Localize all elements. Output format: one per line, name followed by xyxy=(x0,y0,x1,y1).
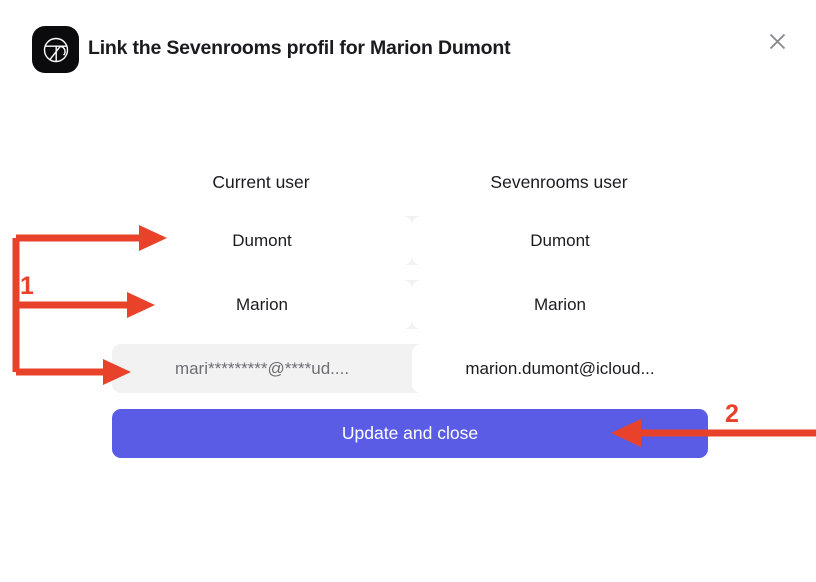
current-user-email-field: mari*********@****ud.... xyxy=(112,344,412,393)
column-headers: Current user Sevenrooms user xyxy=(112,172,708,200)
dialog-title: Link the Sevenrooms profil for Marion Du… xyxy=(88,37,511,59)
update-and-close-button[interactable]: Update and close xyxy=(112,409,708,458)
sevenrooms-user-email-field[interactable]: marion.dumont@icloud... xyxy=(412,344,708,393)
sevenrooms-aperture-logo-icon xyxy=(32,26,79,73)
column-header-current-user: Current user xyxy=(212,172,310,192)
annotation-label-1: 1 xyxy=(20,272,34,300)
field-rows: Dumont Dumont Marion Marion mari********… xyxy=(112,216,708,408)
dialog-header: Link the Sevenrooms profil for Marion Du… xyxy=(0,0,816,88)
annotation-label-2: 2 xyxy=(725,400,739,428)
field-row-first-name: Marion Marion xyxy=(112,280,708,329)
sevenrooms-user-last-name-field[interactable]: Dumont xyxy=(412,216,708,265)
current-user-last-name-field[interactable]: Dumont xyxy=(112,216,412,265)
field-row-last-name: Dumont Dumont xyxy=(112,216,708,265)
close-icon[interactable] xyxy=(760,24,794,58)
column-header-sevenrooms-user: Sevenrooms user xyxy=(490,172,628,192)
field-row-email: mari*********@****ud.... marion.dumont@i… xyxy=(112,344,708,393)
current-user-first-name-field[interactable]: Marion xyxy=(112,280,412,329)
sevenrooms-user-first-name-field[interactable]: Marion xyxy=(412,280,708,329)
